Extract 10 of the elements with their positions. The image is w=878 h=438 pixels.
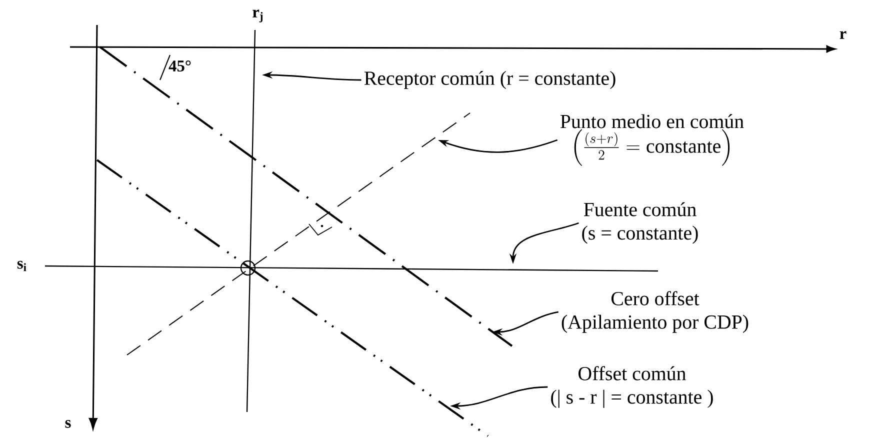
annotation-text: Receptor común (r = constante): [364, 70, 616, 90]
annotation-text: Fuente común (s = constante): [582, 202, 698, 244]
annotation-text: Punto medio en común $\left(\frac{(s+r)}{2}=\mathrm{constante}\right)$: [560, 114, 744, 166]
annotation-text: Cero offset (Apilamiento por CDP): [562, 291, 748, 333]
angle-label: 45°: [168, 60, 191, 72]
axis-label: s$_{i}$: [17, 260, 26, 272]
axis-label: s: [65, 420, 71, 428]
annotation-text: Offset común (| s - r | = constante ): [551, 366, 713, 408]
axis-label: r: [840, 31, 846, 39]
axis-label: r$_{j}$: [252, 10, 263, 22]
